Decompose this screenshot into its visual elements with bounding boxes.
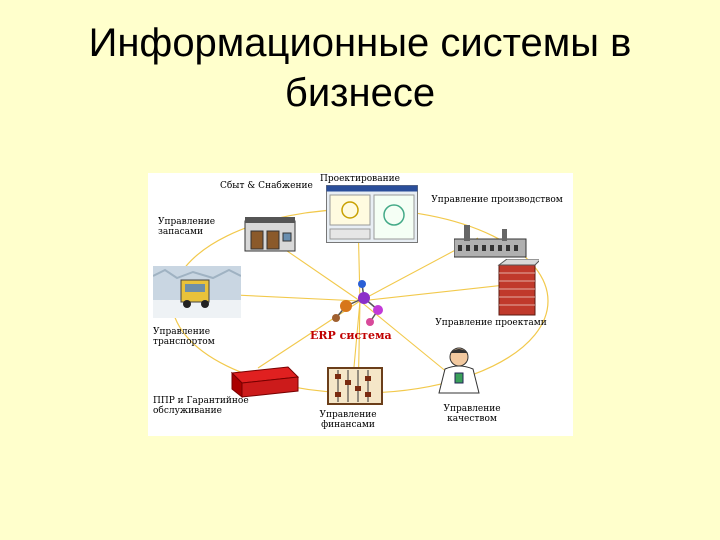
warehouse-icon [244, 217, 296, 252]
node-maintenance-label: ППР и Гарантийное обслуживание [153, 396, 249, 416]
node-quality-label: Управление качеством [443, 404, 501, 424]
abacus-icon [327, 367, 383, 405]
molecule-icon [332, 280, 383, 326]
brick-wall-icon [497, 259, 539, 316]
erp-system-label: ERP система [310, 329, 392, 342]
red-trailer-icon [230, 366, 300, 399]
node-projects-label: Управление проектами [435, 318, 547, 328]
node-production-label: Управление производством [431, 195, 563, 205]
node-inventory-label: Управление запасами [158, 217, 216, 237]
design-screenshot-icon [326, 185, 418, 243]
erp-diagram: ERP система Сбыт & Снабжение Управление … [148, 173, 573, 436]
node-design-label: Проектирование [320, 174, 400, 184]
factory-icon [454, 225, 527, 258]
node-sales-label: Сбыт & Снабжение [220, 181, 313, 191]
title-line-1: Информационные системы в [88, 21, 632, 65]
scientist-icon [438, 347, 480, 394]
node-transport-label: Управление транспортом [153, 327, 215, 347]
truck-photo-icon [153, 266, 241, 318]
node-finance-label: Управление финансами [319, 410, 377, 430]
page-title: Информационные системы в бизнесе [40, 18, 680, 118]
title-line-2: бизнесе [284, 71, 436, 115]
